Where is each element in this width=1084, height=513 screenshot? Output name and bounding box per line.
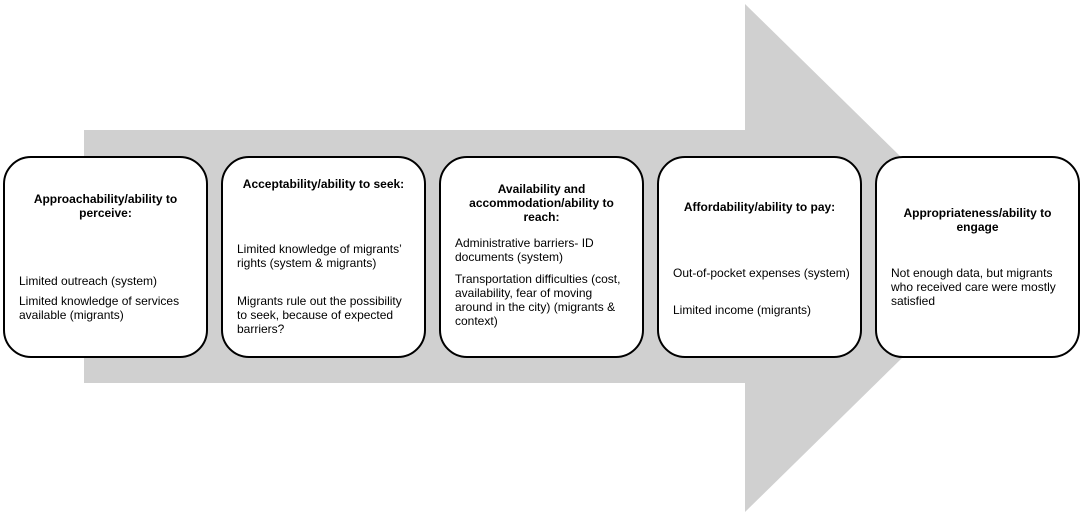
stage-item: Administrative barriers- ID documents (s… — [455, 236, 594, 264]
stage-title: Approachability/ability to perceive: — [33, 192, 178, 220]
stage-title: Appropriateness/ability to engage — [903, 206, 1052, 234]
stage-box-approachability: Approachability/ability to perceive: Lim… — [3, 156, 208, 358]
stage-box-affordability: Affordability/ability to pay: Out-of-poc… — [657, 156, 862, 358]
stage-box-appropriateness: Appropriateness/ability to engage Not en… — [875, 156, 1080, 358]
stage-title: Affordability/ability to pay: — [683, 200, 836, 214]
stage-item: Limited outreach (system) — [19, 274, 158, 288]
stage-item: Not enough data, but migrants who receiv… — [891, 266, 1056, 308]
stage-title: Availability and accommodation/ability t… — [469, 182, 614, 224]
stage-item: Transportation difficulties (cost, avail… — [455, 272, 621, 328]
stage-title: Acceptability/ability to seek: — [242, 177, 405, 191]
stage-item: Limited knowledge of services available … — [19, 294, 180, 322]
stage-item: Limited income (migrants) — [673, 303, 812, 317]
stage-box-availability: Availability and accommodation/ability t… — [439, 156, 644, 358]
stage-item: Out-of-pocket expenses (system) — [673, 266, 850, 280]
stage-item: Limited knowledge of migrants’ rights (s… — [237, 242, 402, 270]
stage-box-acceptability: Acceptability/ability to seek: Limited k… — [221, 156, 426, 358]
stage-item: Migrants rule out the possibility to see… — [237, 294, 402, 336]
